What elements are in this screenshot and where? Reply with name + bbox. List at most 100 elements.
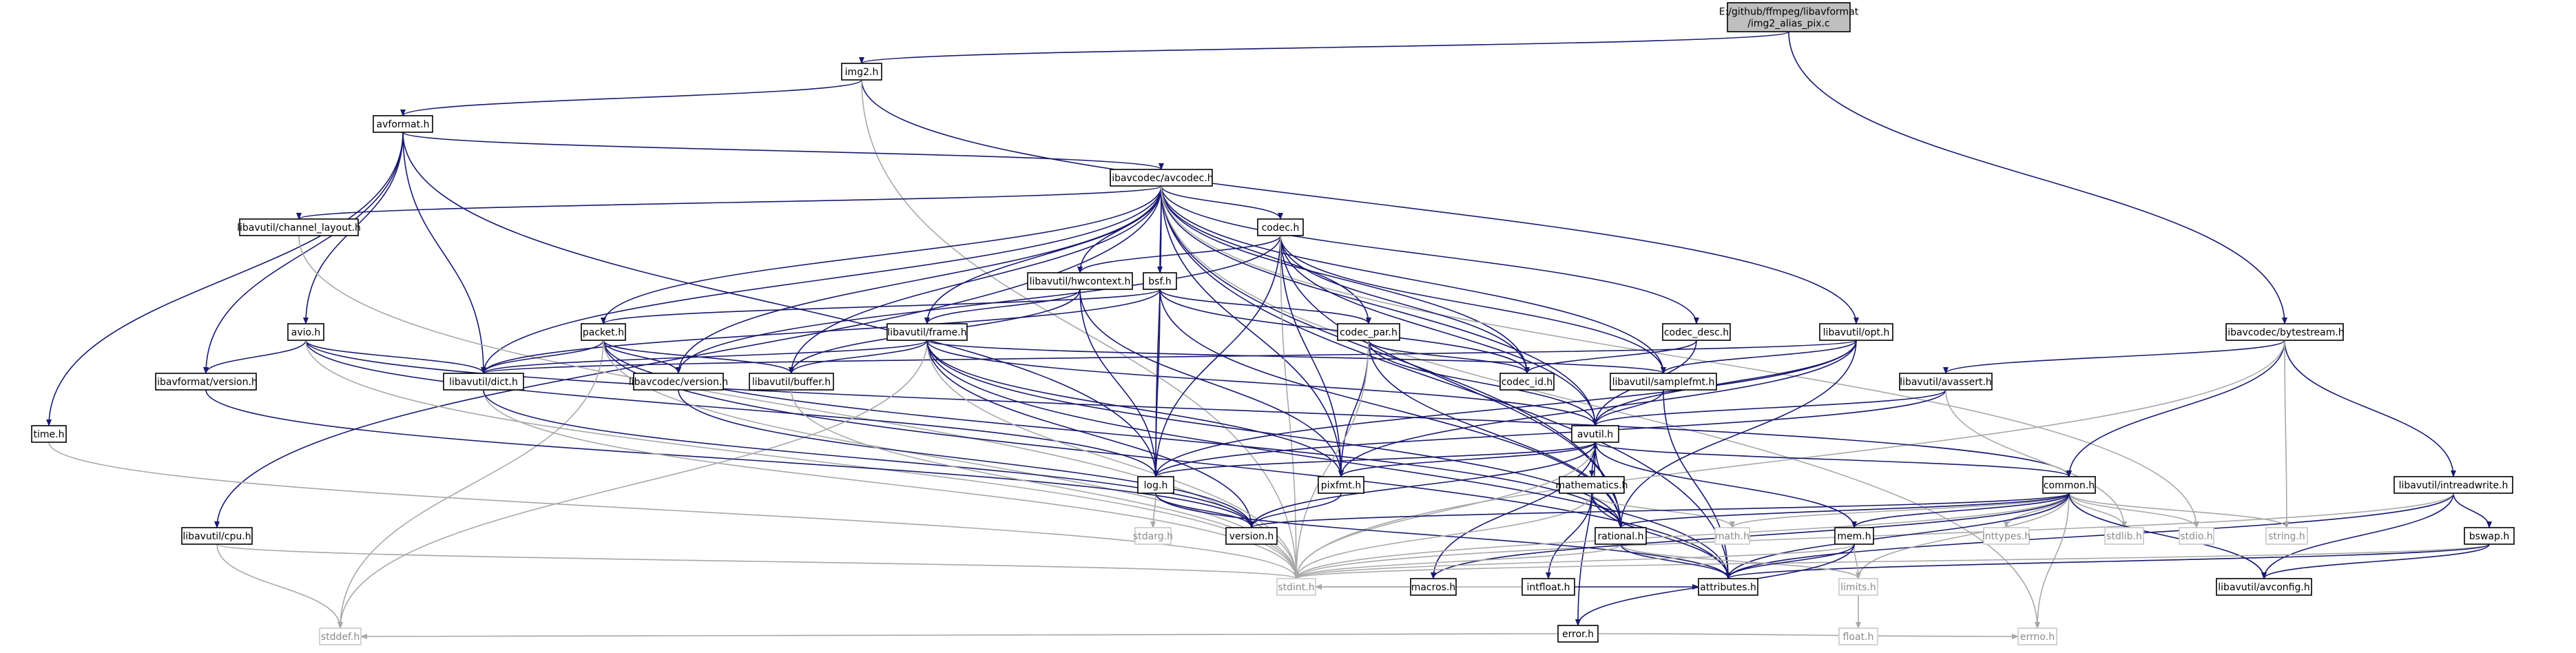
edge-frame-to-dict xyxy=(481,340,928,374)
edge-avformat-to-dict xyxy=(402,132,486,374)
node-limits: limits.h xyxy=(1838,578,1878,596)
node-attributes[interactable]: attributes.h xyxy=(1698,578,1758,596)
node-pixfmt[interactable]: pixfmt.h xyxy=(1318,476,1364,494)
node-label: errno.h xyxy=(2020,632,2055,643)
node-label: libavutil/intreadwrite.h xyxy=(2399,480,2509,491)
node-bytestream[interactable]: libavcodec/bytestream.h xyxy=(2225,323,2345,341)
edge-layer xyxy=(46,31,2492,639)
edge-bsf-to-codec-par xyxy=(1159,289,1371,324)
edge-avassert-to-stdlib xyxy=(1945,389,2127,528)
node-img2[interactable]: img2.h xyxy=(841,63,882,81)
node-bswap[interactable]: bswap.h xyxy=(2464,527,2515,545)
node-label: stdarg.h xyxy=(1133,531,1173,542)
node-opt[interactable]: libavutil/opt.h xyxy=(1819,323,1893,341)
edge-intreadwrite-to-stdint xyxy=(1294,493,2454,579)
node-frame[interactable]: libavutil/frame.h xyxy=(886,323,968,341)
edge-codec-desc-to-codec-id xyxy=(1524,340,1697,374)
edge-bswap-to-attributes xyxy=(1725,543,2490,579)
node-avformat[interactable]: avformat.h xyxy=(373,115,433,133)
edge-avformat-to-avcodec xyxy=(402,132,1164,170)
edge-common-to-limits xyxy=(1856,493,2070,579)
node-packet[interactable]: packet.h xyxy=(581,323,626,341)
edge-avutil-to-common xyxy=(1595,442,2072,477)
edge-error-to-errno xyxy=(1597,633,2019,639)
node-common[interactable]: common.h xyxy=(2042,476,2096,494)
node-root[interactable]: E:/github/ffmpeg/libavformat/img2_alias_… xyxy=(1719,2,1859,32)
node-label: common.h xyxy=(2044,480,2095,491)
edge-mathematics-to-intfloat xyxy=(1546,493,1592,579)
node-buffer[interactable]: libavutil/buffer.h xyxy=(749,373,834,391)
edge-hwcontext-to-pixfmt xyxy=(1079,289,1344,477)
node-samplefmt[interactable]: libavutil/samplefmt.h xyxy=(1610,373,1717,391)
edge-bytestream-to-avassert xyxy=(1943,340,2285,374)
edge-avcodec-to-codec-par xyxy=(1161,185,1371,324)
node-mathematics[interactable]: mathematics.h xyxy=(1555,476,1628,494)
edge-bswap-to-stdint xyxy=(1294,543,2490,579)
node-label: error.h xyxy=(1562,629,1594,640)
edge-avio-to-common xyxy=(305,340,2072,477)
node-dict[interactable]: libavutil/dict.h xyxy=(443,373,524,391)
edge-samplefmt-to-attributes xyxy=(1663,389,1731,579)
node-label: codec_par.h xyxy=(1340,327,1398,338)
node-codec-par[interactable]: codec_par.h xyxy=(1337,323,1400,341)
edge-frame-to-version xyxy=(926,340,1254,528)
node-label: stddef.h xyxy=(321,632,360,643)
node-stdlib: stdlib.h xyxy=(2104,527,2144,545)
edge-bsf-to-dict xyxy=(481,289,1161,374)
node-log[interactable]: log.h xyxy=(1137,476,1174,494)
node-error[interactable]: error.h xyxy=(1557,625,1599,643)
node-bsf[interactable]: bsf.h xyxy=(1143,272,1177,290)
node-stdint: stdint.h xyxy=(1276,578,1316,596)
edge-common-to-attributes xyxy=(1725,493,2070,579)
edge-avcodec-to-attributes xyxy=(1161,185,1731,579)
node-label: /img2_alias_pix.c xyxy=(1747,19,1829,30)
node-intfloat[interactable]: intfloat.h xyxy=(1521,578,1575,596)
edge-codec-to-pixfmt xyxy=(1280,235,1344,477)
edge-pixfmt-to-version xyxy=(1249,493,1342,528)
node-avio[interactable]: avio.h xyxy=(287,323,324,341)
edge-mathematics-to-stdint xyxy=(1294,493,1592,579)
node-codec-desc[interactable]: codec_desc.h xyxy=(1662,323,1731,341)
node-time[interactable]: time.h xyxy=(31,425,67,443)
edge-img2-to-stdint xyxy=(861,79,1299,579)
node-intreadwrite[interactable]: libavutil/intreadwrite.h xyxy=(2393,476,2513,494)
node-label: avio.h xyxy=(291,327,320,338)
node-label: libavutil/channel_layout.h xyxy=(237,222,361,234)
node-hwcontext[interactable]: libavutil/hwcontext.h xyxy=(1027,272,1133,290)
node-version[interactable]: version.h xyxy=(1225,527,1278,545)
edge-hwcontext-to-frame xyxy=(924,289,1081,324)
node-lavc-version[interactable]: libavcodec/version.h xyxy=(629,373,728,391)
edge-frame-to-stddef xyxy=(337,340,928,629)
node-avassert[interactable]: libavutil/avassert.h xyxy=(1899,373,1993,391)
node-mem[interactable]: mem.h xyxy=(1834,527,1874,545)
edge-root-to-bytestream xyxy=(1788,31,2287,324)
edge-avutil-to-stdint xyxy=(1294,442,1596,579)
node-avcodec[interactable]: libavcodec/avcodec.h xyxy=(1109,169,1214,187)
edge-common-to-errno xyxy=(2035,493,2070,629)
edge-codec-to-lavc-version xyxy=(676,235,1281,374)
node-cpu[interactable]: libavutil/cpu.h xyxy=(181,527,253,545)
node-channel-layout[interactable]: libavutil/channel_layout.h xyxy=(237,218,361,236)
edge-avcodec-to-avutil xyxy=(1161,185,1598,426)
edge-opt-to-samplefmt xyxy=(1661,340,1857,374)
node-codec[interactable]: codec.h xyxy=(1257,218,1304,236)
edge-avcodec-to-channel-layout xyxy=(296,185,1162,220)
node-avconfig[interactable]: libavutil/avconfig.h xyxy=(2216,578,2312,596)
edge-rational-to-stdint xyxy=(1294,543,1621,579)
edge-avcodec-to-codec xyxy=(1161,185,1283,220)
edge-frame-to-avutil xyxy=(926,340,1598,426)
node-lavf-version[interactable]: libavformat/version.h xyxy=(154,373,258,391)
edge-log-to-stdarg xyxy=(1150,493,1156,528)
edge-frame-to-attributes xyxy=(926,340,1731,579)
edge-avutil-to-error xyxy=(1575,442,1596,626)
node-codec-id[interactable]: codec_id.h xyxy=(1499,373,1555,391)
edge-common-to-rational xyxy=(1618,493,2070,528)
edge-codec-to-samplefmt xyxy=(1280,235,1666,374)
node-rational[interactable]: rational.h xyxy=(1595,527,1647,545)
node-label: intfloat.h xyxy=(1526,582,1570,593)
edge-frame-to-pixfmt xyxy=(926,340,1344,477)
node-macros[interactable]: macros.h xyxy=(1410,578,1457,596)
node-label: inttypes.h xyxy=(1982,531,2030,542)
node-stdarg: stdarg.h xyxy=(1133,527,1173,545)
node-avutil[interactable]: avutil.h xyxy=(1571,425,1619,443)
